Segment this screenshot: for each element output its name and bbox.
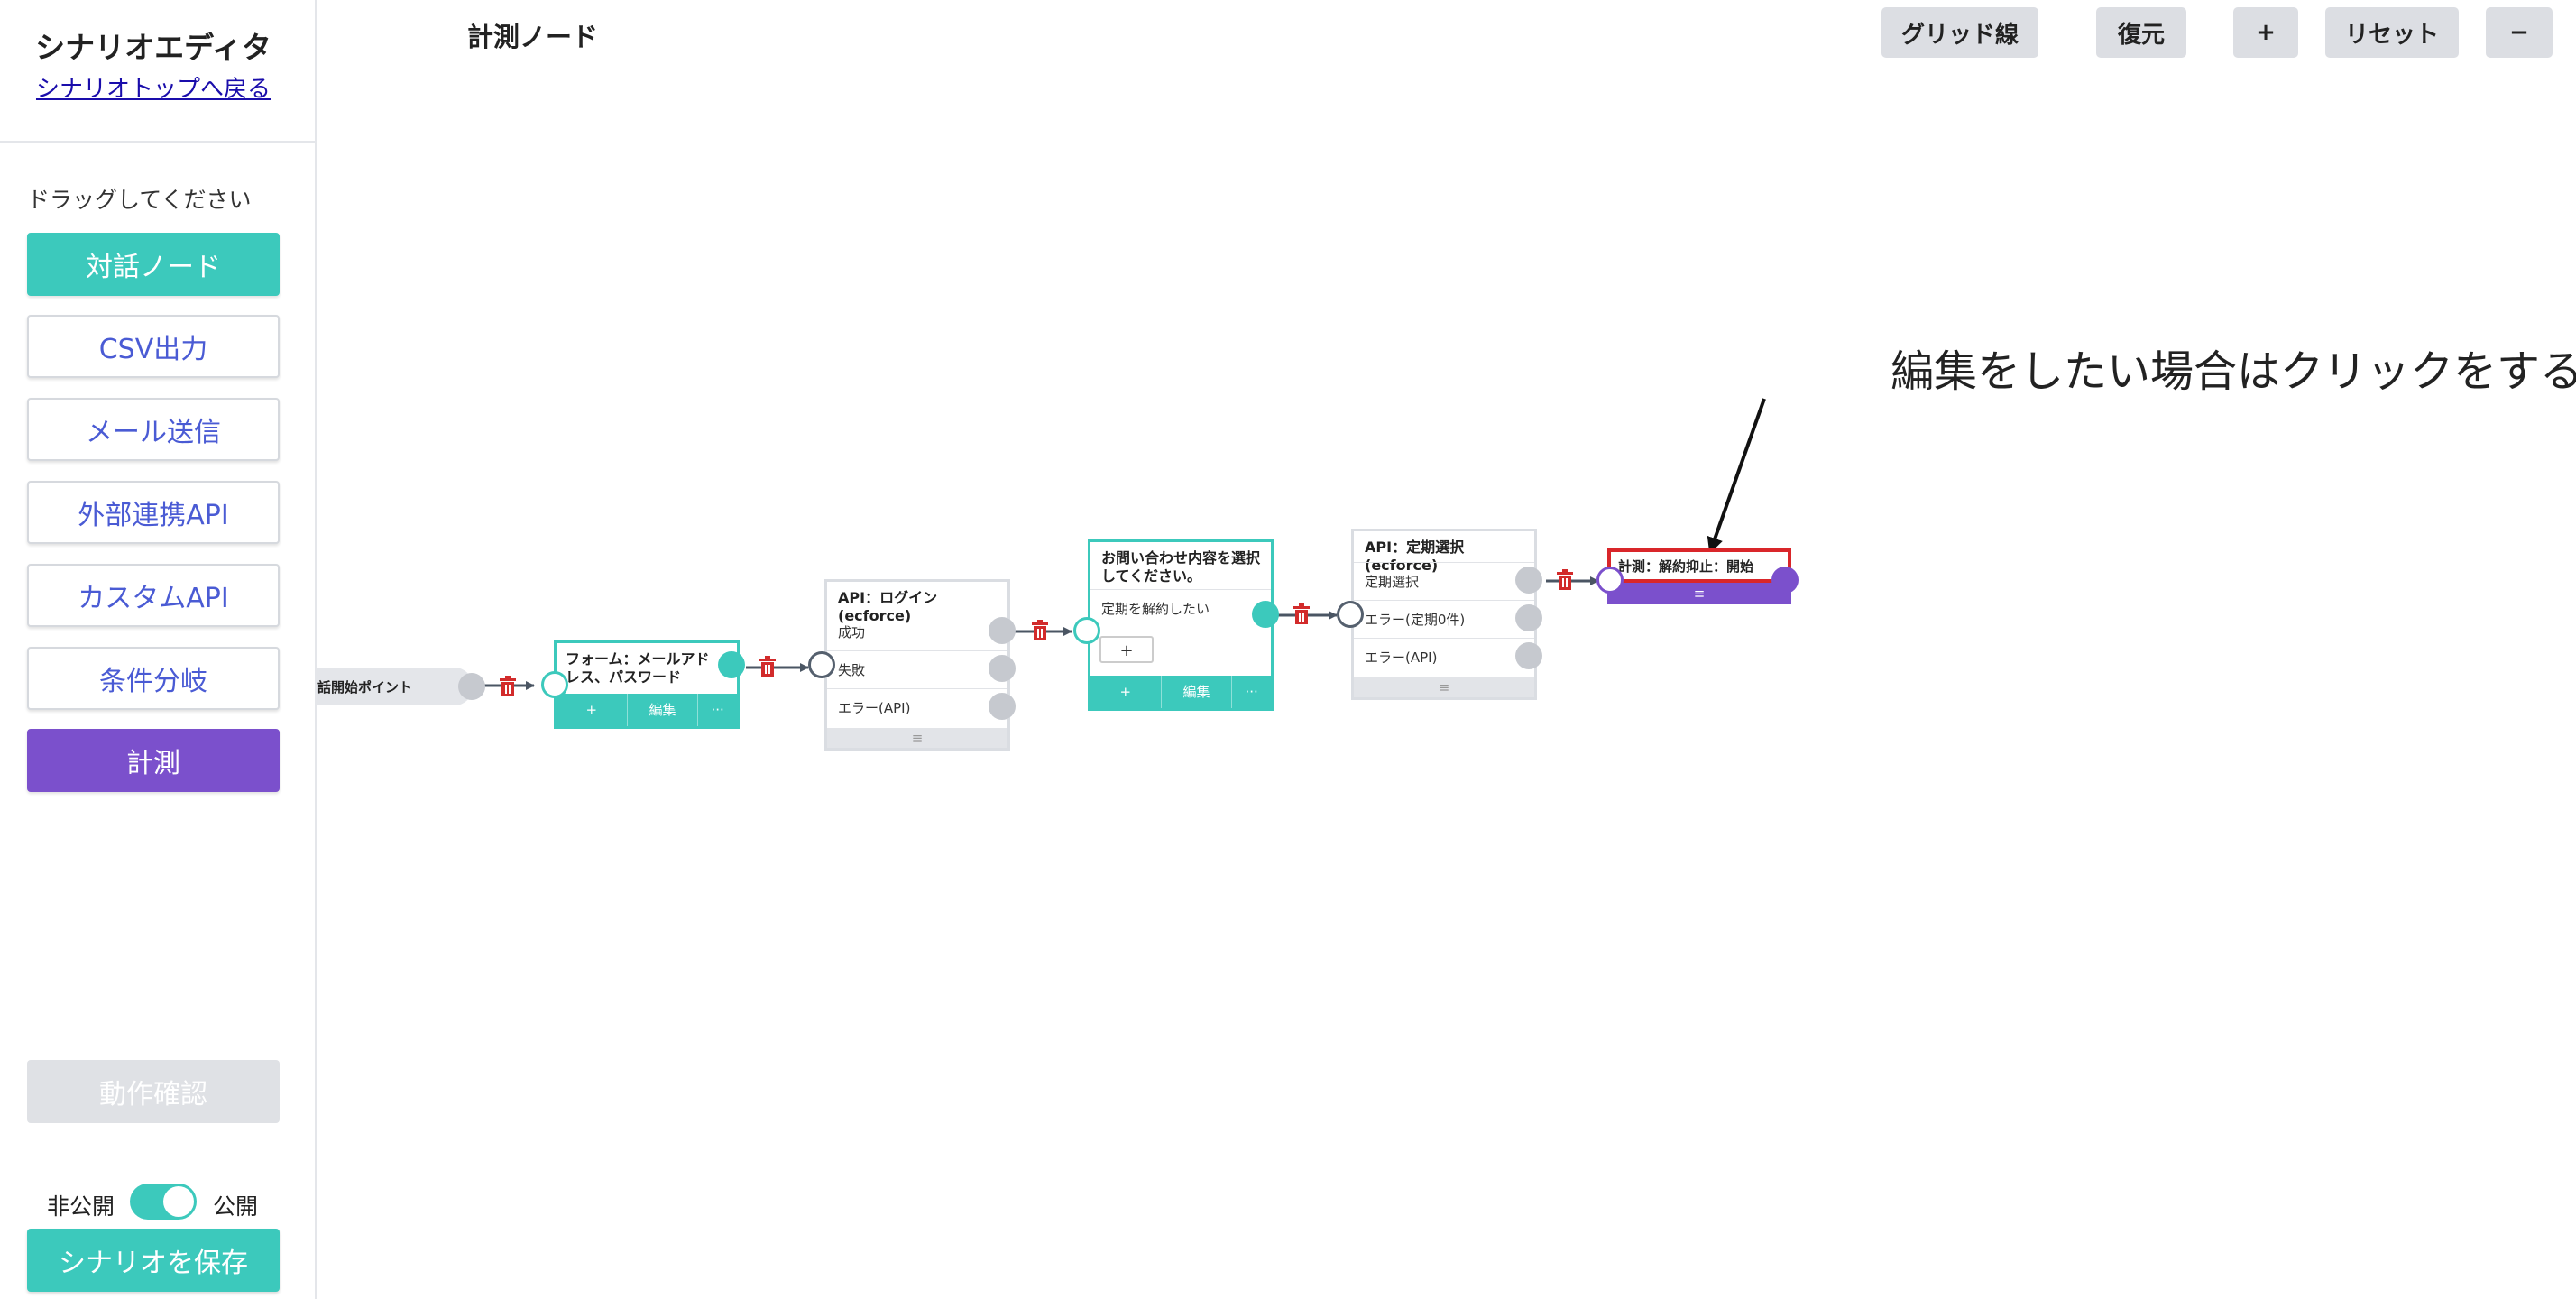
form-more-button[interactable]: ··· [711, 702, 724, 718]
dialog-out-port[interactable] [1252, 601, 1279, 628]
form-out-port[interactable] [718, 651, 745, 678]
save-scenario-button[interactable]: シナリオを保存 [27, 1229, 280, 1292]
dialog-more-button[interactable]: ··· [1245, 684, 1258, 700]
drag-hint: ドラッグしてください [27, 187, 252, 213]
api-sub-in-port[interactable] [1337, 601, 1364, 628]
form-in-port[interactable] [541, 671, 568, 698]
toggle-knob [163, 1186, 194, 1217]
palette-csv-output[interactable]: CSV出力 [27, 315, 280, 378]
dialog-in-port[interactable] [1073, 617, 1100, 644]
palette-mail-send[interactable]: メール送信 [27, 398, 280, 461]
api-login-out-error[interactable] [989, 693, 1016, 720]
form-node-footer: + 編集 ··· [557, 694, 737, 726]
drag-handle-icon[interactable]: ≡ [1693, 585, 1706, 602]
trash-icon[interactable] [498, 675, 518, 698]
api-sub-out-none[interactable] [1515, 604, 1542, 631]
test-run-button[interactable]: 動作確認 [27, 1060, 280, 1123]
palette-custom-api[interactable]: カスタムAPI [27, 564, 280, 627]
form-edit-button[interactable]: 編集 [628, 694, 699, 726]
api-sub-footer[interactable]: ≡ [1354, 677, 1534, 697]
measure-out-port[interactable] [1771, 567, 1799, 594]
dialog-node[interactable]: お問い合わせ内容を選択してください。 定期を解約したい + + 編集 ··· [1088, 539, 1274, 711]
api-login-out-fail[interactable] [989, 655, 1016, 682]
api-login-row-fail: 失敗 [827, 650, 1007, 688]
trash-icon[interactable] [1030, 619, 1050, 642]
api-sub-out-select[interactable] [1515, 567, 1542, 594]
palette-external-api[interactable]: 外部連携API [27, 481, 280, 544]
api-login-in-port[interactable] [808, 651, 835, 678]
form-node-title: フォーム：メールアドレス、パスワード [566, 650, 710, 686]
api-subscription-node[interactable]: API：定期選択(ecforce) 定期選択 エラー(定期0件) エラー(API… [1351, 529, 1537, 700]
form-add-button[interactable]: + [557, 694, 628, 726]
dialog-option-row: 定期を解約したい [1090, 589, 1271, 627]
measure-node-title: 計測：解約抑止：開始 [1618, 558, 1754, 575]
zoom-out-button[interactable]: − [2486, 7, 2553, 58]
palette-measure[interactable]: 計測 [27, 729, 280, 792]
dialog-node-title: お問い合わせ内容を選択してください。 [1101, 549, 1261, 585]
api-sub-out-error[interactable] [1515, 642, 1542, 669]
measure-node-title-box[interactable]: 計測：解約抑止：開始 [1607, 548, 1791, 583]
drag-handle-icon: ≡ [911, 730, 924, 746]
api-sub-row-error: エラー(API) [1354, 638, 1534, 676]
grid-lines-button[interactable]: グリッド線 [1881, 7, 2038, 58]
dialog-add-button[interactable]: + [1090, 676, 1162, 708]
api-login-out-success[interactable] [989, 617, 1016, 644]
api-sub-row-none: エラー(定期0件) [1354, 600, 1534, 638]
public-label: 公開 [213, 1193, 259, 1220]
reset-button[interactable]: リセット [2325, 7, 2459, 58]
api-subscription-title: API：定期選択(ecforce) [1365, 539, 1465, 574]
publish-toggle[interactable] [130, 1184, 197, 1220]
private-label: 非公開 [47, 1193, 115, 1220]
api-login-footer[interactable]: ≡ [827, 728, 1007, 748]
zoom-in-button[interactable]: + [2233, 7, 2298, 58]
publish-toggle-row: 非公開 公開 [47, 1182, 281, 1221]
api-login-row-success: 成功 [827, 613, 1007, 650]
sidebar-divider [0, 141, 315, 143]
trash-icon[interactable] [1555, 568, 1575, 592]
dialog-edit-button[interactable]: 編集 [1162, 676, 1233, 708]
measure-node[interactable]: 計測：解約抑止：開始 ≡ [1607, 548, 1791, 604]
trash-icon[interactable] [758, 655, 777, 678]
app-title: シナリオエディタ [35, 30, 271, 65]
dialog-add-option-button[interactable]: + [1099, 636, 1154, 663]
page-title: 計測ノード [467, 22, 599, 52]
back-to-top-link[interactable]: シナリオトップへ戻る [35, 76, 271, 103]
restore-button[interactable]: 復元 [2096, 7, 2186, 58]
sidebar: シナリオエディタ シナリオトップへ戻る ドラッグしてください 対話ノード CSV… [0, 0, 317, 1299]
api-login-node[interactable]: API：ログイン(ecforce) 成功 失敗 エラー(API) ≡ [824, 579, 1010, 751]
api-login-row-error: エラー(API) [827, 688, 1007, 726]
start-node-label: 話開始ポイント [317, 679, 413, 696]
api-sub-row-select: 定期選択 [1354, 562, 1534, 600]
palette-condition-branch[interactable]: 条件分岐 [27, 647, 280, 710]
dialog-node-footer: + 編集 ··· [1090, 676, 1271, 708]
flow-canvas[interactable]: 話開始ポイント フォーム：メールアドレス、パスワード + 編集 ··· API：… [317, 0, 2576, 1299]
start-out-port[interactable] [458, 673, 485, 700]
api-login-title: API：ログイン(ecforce) [838, 589, 938, 624]
form-node[interactable]: フォーム：メールアドレス、パスワード + 編集 ··· [554, 640, 740, 729]
palette-dialog-node[interactable]: 対話ノード [27, 233, 280, 296]
measure-in-port[interactable] [1596, 567, 1624, 594]
drag-handle-icon: ≡ [1438, 679, 1450, 696]
annotation-arrow [1707, 398, 1766, 554]
annotation-text: 編集をしたい場合はクリックをする [1891, 346, 2576, 397]
start-node[interactable]: 話開始ポイント [317, 668, 485, 705]
trash-icon[interactable] [1292, 603, 1311, 626]
